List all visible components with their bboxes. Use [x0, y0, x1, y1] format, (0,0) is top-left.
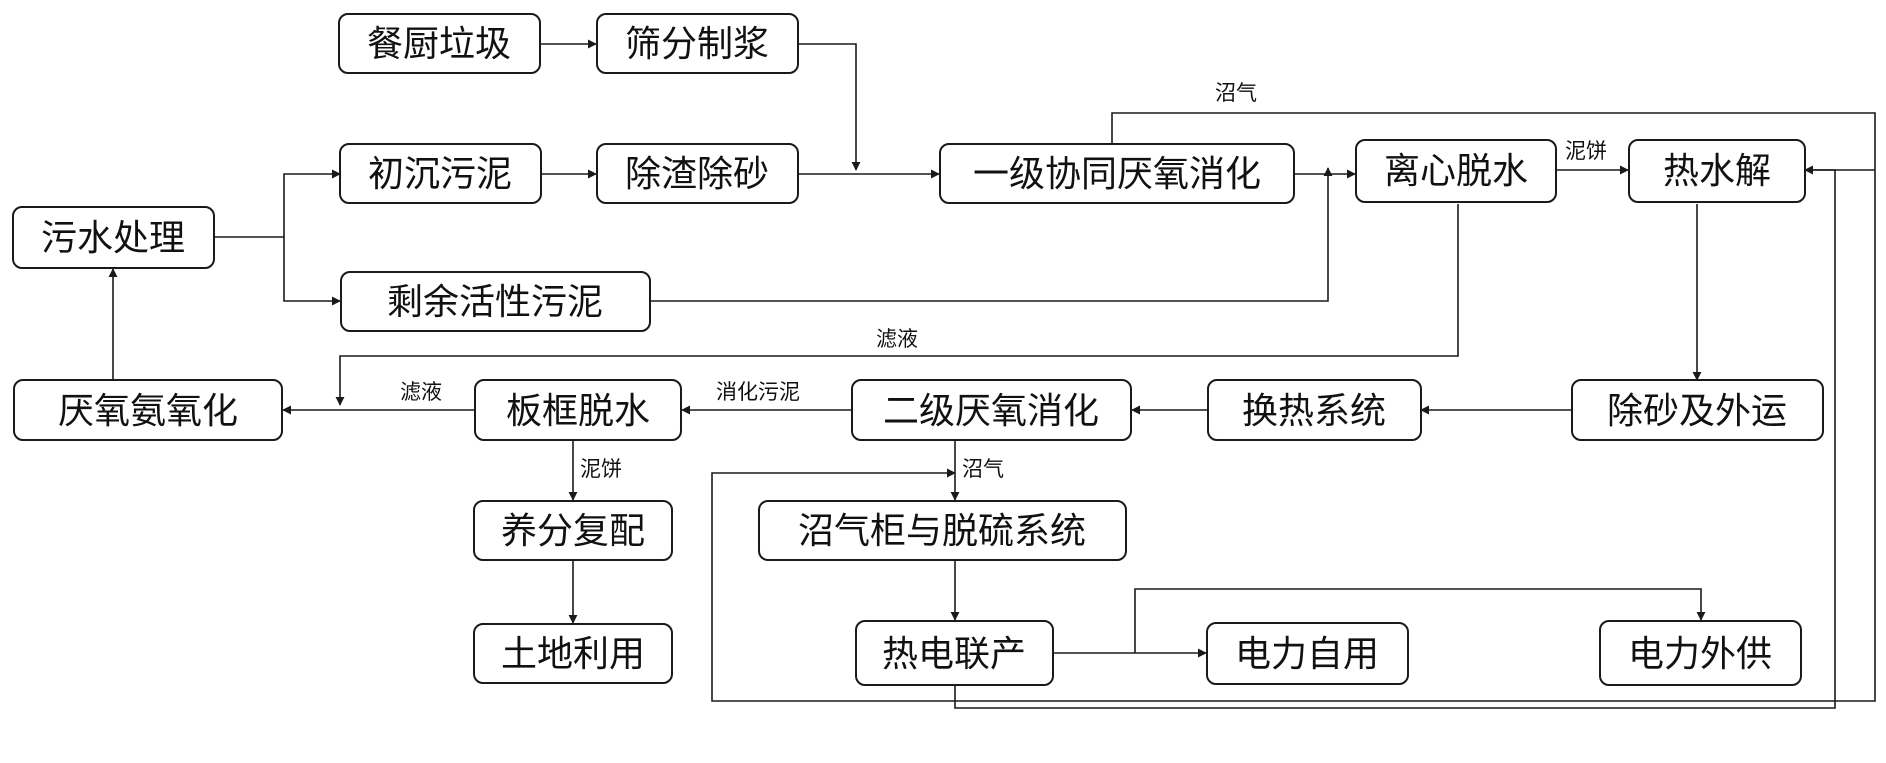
- node-thermal-hydrolysis[interactable]: 热水解: [1628, 139, 1806, 203]
- node-label: 筛分制浆: [625, 24, 769, 65]
- node-label: 二级厌氧消化: [883, 391, 1099, 432]
- node-co-digestion-1[interactable]: 一级协同厌氧消化: [939, 143, 1295, 204]
- edge-labels: 沼气 泥饼 滤液 滤液 消化污泥 泥饼 沼气: [400, 81, 1607, 481]
- node-label: 污水处理: [41, 218, 185, 259]
- node-plate-frame[interactable]: 板框脱水: [474, 379, 682, 441]
- edge-chp-to-export: [1134, 588, 1706, 653]
- edge-sewage-to-was: [283, 237, 341, 306]
- node-label: 电力自用: [1235, 634, 1379, 675]
- node-label: 厌氧氨氧化: [58, 391, 238, 432]
- node-label: 养分复配: [501, 511, 645, 552]
- node-gas-holder-desulfurization[interactable]: 沼气柜与脱硫系统: [758, 500, 1127, 561]
- node-label: 土地利用: [501, 634, 645, 675]
- edge-was-to-centrifuge: [650, 167, 1333, 302]
- edge-sewage-branch: [214, 169, 341, 238]
- label-cake-top: 泥饼: [1565, 139, 1607, 163]
- node-label: 初沉污泥: [368, 154, 512, 195]
- node-land-use[interactable]: 土地利用: [473, 623, 673, 684]
- node-digestion-2[interactable]: 二级厌氧消化: [851, 379, 1132, 441]
- connectors: [108, 39, 1876, 709]
- node-chp[interactable]: 热电联产: [855, 620, 1054, 686]
- node-power-export[interactable]: 电力外供: [1599, 620, 1802, 686]
- node-label: 除渣除砂: [625, 154, 769, 195]
- node-heat-exchange[interactable]: 换热系统: [1207, 379, 1422, 441]
- label-biogas-bottom: 沼气: [962, 457, 1004, 481]
- node-label: 剩余活性污泥: [387, 282, 603, 323]
- node-label: 热电联产: [882, 634, 1026, 675]
- node-label: 一级协同厌氧消化: [973, 154, 1261, 195]
- label-cake-bottom: 泥饼: [580, 457, 622, 481]
- label-filtrate-short: 滤液: [400, 380, 442, 404]
- node-label: 电力外供: [1628, 634, 1772, 675]
- node-waste-activated-sludge[interactable]: 剩余活性污泥: [340, 271, 651, 332]
- edge-screening-to-mainline: [798, 43, 861, 171]
- node-label: 板框脱水: [506, 391, 650, 432]
- node-kitchen-waste[interactable]: 餐厨垃圾: [338, 13, 541, 74]
- node-anammox[interactable]: 厌氧氨氧化: [13, 379, 283, 441]
- node-power-self-use[interactable]: 电力自用: [1206, 622, 1409, 685]
- node-primary-sludge[interactable]: 初沉污泥: [339, 143, 542, 204]
- nodes: 餐厨垃圾 筛分制浆 初沉污泥 除渣除砂 一级协同厌氧消化 离心脱水 热水解 污: [12, 13, 1824, 686]
- node-label: 离心脱水: [1384, 151, 1528, 192]
- edge-centrifuge-filtrate: [335, 204, 1459, 406]
- node-sand-removal-transport[interactable]: 除砂及外运: [1571, 379, 1824, 441]
- node-label: 沼气柜与脱硫系统: [798, 511, 1086, 552]
- node-centrifuge[interactable]: 离心脱水: [1355, 139, 1557, 203]
- node-slag-sand-removal[interactable]: 除渣除砂: [596, 143, 799, 204]
- edge-biogas-top-loop: [954, 112, 1876, 702]
- node-label: 热水解: [1663, 151, 1771, 192]
- node-label: 换热系统: [1242, 391, 1386, 432]
- node-screening-pulping[interactable]: 筛分制浆: [596, 13, 799, 74]
- node-label: 餐厨垃圾: [367, 24, 511, 65]
- node-label: 除砂及外运: [1607, 391, 1787, 432]
- label-filtrate-long: 滤液: [876, 327, 918, 351]
- label-biogas-top: 沼气: [1215, 81, 1257, 105]
- node-sewage-treatment[interactable]: 污水处理: [12, 206, 215, 269]
- edge-chp-to-hydrolysis: [954, 169, 1836, 709]
- edge-biogas-bottom-loop: [711, 468, 956, 702]
- label-digested-sludge: 消化污泥: [716, 380, 800, 404]
- node-nutrient-blending[interactable]: 养分复配: [473, 500, 673, 561]
